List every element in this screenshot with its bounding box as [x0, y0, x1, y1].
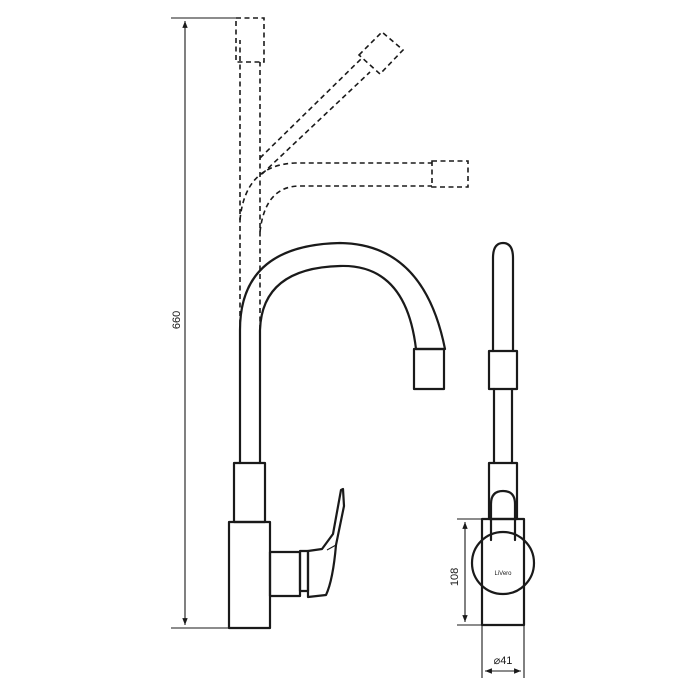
- brand-logo-text: LiVero: [494, 571, 512, 577]
- dimension-base-height: 108: [449, 518, 482, 626]
- dimension-body-diameter: ⌀41: [481, 625, 525, 678]
- base-height-label: 108: [449, 568, 461, 586]
- pullout-hose-positions: [235, 17, 469, 350]
- lever-base: [298, 549, 310, 593]
- handle-disc: [470, 530, 536, 596]
- side-view: 660: [171, 17, 469, 630]
- lever-handle: [306, 487, 346, 599]
- spout-tip: [412, 347, 446, 391]
- front-body: [480, 517, 526, 627]
- faucet-body: [227, 520, 272, 630]
- dimension-total-height: 660: [171, 17, 236, 629]
- spout-ring: [487, 349, 519, 391]
- spout-tube-upper: [491, 241, 515, 353]
- total-height-label: 660: [171, 311, 183, 329]
- front-view: LiVero 108 ⌀41: [449, 241, 536, 678]
- lever-mount: [268, 550, 302, 598]
- diameter-value: 41: [500, 655, 512, 667]
- body-diameter-label: ⌀41: [494, 655, 513, 667]
- front-lever-handle: [489, 489, 517, 542]
- spout-tube-middle: [492, 387, 514, 465]
- spout-collar-lower: [232, 461, 267, 524]
- diameter-symbol: ⌀: [494, 655, 501, 667]
